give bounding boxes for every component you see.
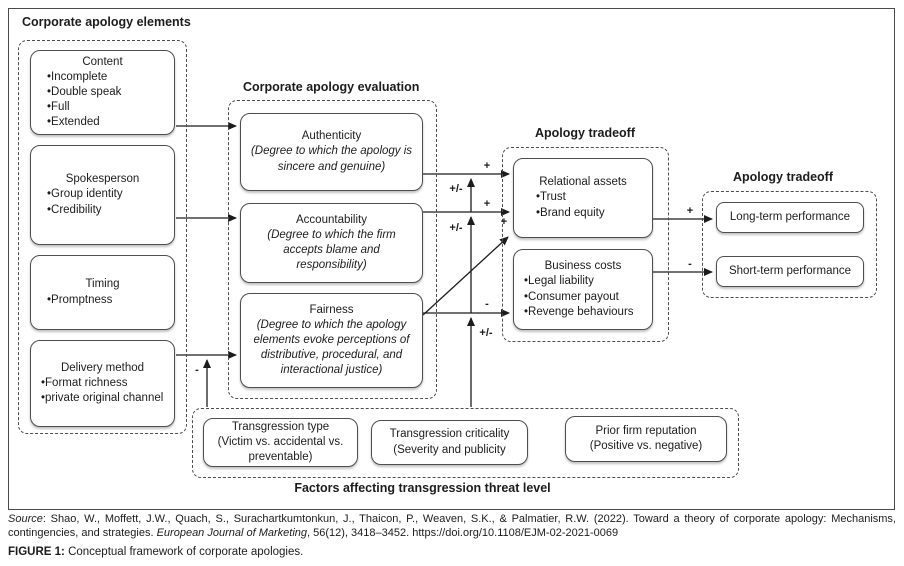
transgression-type-description: (Victim vs. accidental vs. preventable) — [217, 435, 344, 464]
sign-moderator-fairness: +/- — [479, 327, 493, 339]
fairness-box: Fairness (Degree to which the apology el… — [240, 293, 423, 388]
business-costs-bullet: Revenge behaviours — [524, 305, 634, 320]
sign-relational-longterm: + — [686, 205, 694, 217]
content-bullet: Extended — [47, 115, 121, 130]
section-title-apology-elements: Corporate apology elements — [22, 15, 191, 29]
content-box: Content Incomplete Double speak Full Ext… — [30, 50, 175, 135]
short-term-performance-label: Short-term performance — [728, 264, 852, 277]
transgression-criticality-description: (Severity and publicity — [393, 443, 506, 456]
long-term-performance-label: Long-term performance — [729, 210, 851, 223]
sign-moderator-delivery: - — [195, 364, 199, 376]
timing-box: Timing Promptness — [30, 255, 175, 330]
sign-moderator-authenticity: +/- — [449, 183, 463, 195]
timing-title: Timing — [85, 278, 120, 291]
accountability-description: (Degree to which the firm accepts blame … — [267, 228, 396, 272]
apology-elements-container — [18, 40, 187, 434]
accountability-box: Accountability (Degree to which the firm… — [240, 203, 423, 283]
long-term-performance-box: Long-term performance — [716, 202, 864, 233]
transgression-criticality-box: Transgression criticality (Severity and … — [371, 420, 528, 465]
source-text-1: : Shao, W., Moffett, J.W., Quach, S., Su… — [8, 513, 896, 539]
delivery-method-box: Delivery method Format richness private … — [30, 340, 175, 427]
delivery-method-title: Delivery method — [60, 361, 145, 374]
content-bullet: Incomplete — [47, 70, 121, 85]
sign-costs-shortterm: - — [688, 258, 692, 270]
authenticity-title: Authenticity — [301, 130, 362, 143]
business-costs-title: Business costs — [544, 260, 622, 273]
transgression-type-box: Transgression type (Victim vs. accidenta… — [203, 418, 358, 467]
spokesperson-bullet: Credibility — [47, 203, 123, 218]
figure-caption-text: Conceptual framework of corporate apolog… — [64, 546, 304, 558]
spokesperson-box: Spokesperson Group identity Credibility — [30, 145, 175, 245]
sign-accountability-relational: + — [483, 198, 491, 210]
section-title-apology-tradeoff-mid: Apology tradeoff — [535, 126, 635, 140]
authenticity-box: Authenticity (Degree to which the apolog… — [240, 113, 423, 191]
delivery-bullet: Format richness — [41, 376, 163, 391]
source-label: Source — [8, 513, 43, 525]
sign-moderator-accountability: +/- — [449, 222, 463, 234]
business-costs-box: Business costs Legal liability Consumer … — [513, 249, 653, 330]
sign-fairness-relational: + — [500, 216, 508, 228]
timing-bullet: Promptness — [47, 293, 112, 308]
figure-caption: FIGURE 1: Conceptual framework of corpor… — [8, 546, 896, 558]
transgression-criticality-title: Transgression criticality — [389, 428, 510, 441]
source-citation: Source: Shao, W., Moffett, J.W., Quach, … — [8, 513, 896, 541]
transgression-type-title: Transgression type — [231, 420, 330, 433]
prior-firm-reputation-box: Prior firm reputation (Positive vs. nega… — [565, 416, 727, 462]
spokesperson-title: Spokesperson — [65, 173, 140, 186]
section-title-apology-evaluation: Corporate apology evaluation — [243, 80, 420, 94]
short-term-performance-box: Short-term performance — [716, 256, 864, 287]
source-text-2: , 56(12), 3418–3452. https://doi.org/10.… — [307, 526, 619, 539]
sign-authenticity-relational: + — [483, 160, 491, 172]
spokesperson-bullet: Group identity — [47, 187, 123, 202]
relational-assets-box: Relational assets Trust Brand equity — [513, 158, 653, 238]
figure-caption-label: FIGURE 1: — [8, 546, 65, 558]
authenticity-description: (Degree to which the apology is sincere … — [250, 145, 413, 173]
section-title-threat-factors: Factors affecting transgression threat l… — [294, 481, 551, 495]
relational-bullet: Trust — [536, 190, 605, 205]
content-bullet: Full — [47, 100, 121, 115]
business-costs-bullet: Consumer payout — [524, 290, 634, 305]
source-journal-name: European Journal of Marketing — [156, 526, 308, 539]
apology-tradeoff-mid-container — [502, 147, 669, 342]
sign-fairness-costs: - — [485, 298, 489, 310]
content-title: Content — [82, 55, 123, 68]
threat-factors-container — [192, 408, 739, 478]
prior-firm-reputation-description: (Positive vs. negative) — [589, 440, 703, 452]
business-costs-bullet: Legal liability — [524, 274, 634, 289]
relational-bullet: Brand equity — [536, 206, 605, 221]
delivery-bullet: private original channel — [41, 391, 163, 406]
fairness-description: (Degree to which the apology elements ev… — [253, 318, 410, 377]
relational-assets-title: Relational assets — [539, 176, 627, 189]
apology-evaluation-container — [228, 100, 437, 399]
section-title-apology-tradeoff-right: Apology tradeoff — [733, 170, 833, 184]
apology-tradeoff-right-container — [702, 191, 877, 298]
content-bullet: Double speak — [47, 85, 121, 100]
accountability-title: Accountability — [296, 213, 367, 226]
prior-firm-reputation-title: Prior firm reputation — [595, 424, 697, 437]
fairness-title: Fairness — [309, 303, 354, 316]
